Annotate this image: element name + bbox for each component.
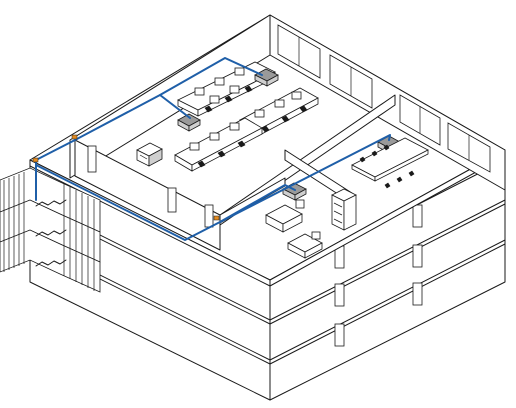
desk-cluster-3 <box>174 117 263 172</box>
desk-workstation <box>265 199 305 233</box>
meeting-room <box>351 137 429 189</box>
network-cabling <box>35 57 391 241</box>
open-office-workstations <box>136 61 319 172</box>
printer-icon <box>136 142 163 167</box>
server-rack-icon <box>331 188 357 231</box>
desk-workstation <box>287 231 323 259</box>
server-room <box>265 188 357 259</box>
desk-cluster-1 <box>177 61 276 117</box>
network-jacks <box>32 134 220 221</box>
router-icon <box>254 68 279 87</box>
partition-walls <box>74 94 396 251</box>
exterior-windows <box>334 204 423 347</box>
stair-railing <box>3 172 95 291</box>
external-staircase <box>0 167 101 293</box>
router-icon <box>177 113 201 132</box>
